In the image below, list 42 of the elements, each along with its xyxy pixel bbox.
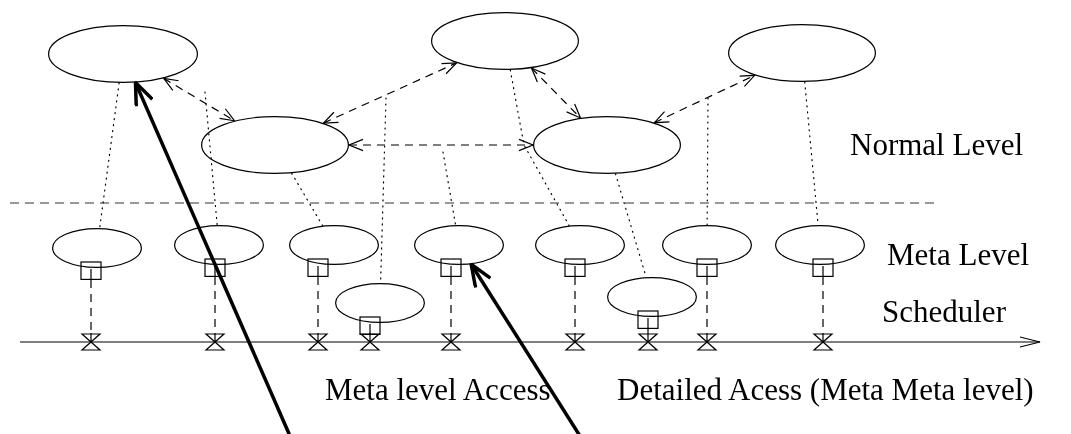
scheduler-mark (205, 333, 225, 351)
dashed-arrow (530, 67, 582, 119)
dashed-arrow (322, 62, 458, 124)
object-ellipse (431, 12, 579, 70)
scheduler-mark (308, 333, 328, 351)
dashed-arrow (348, 138, 534, 152)
scheduler-mark (81, 333, 101, 351)
scheduler-mark (565, 333, 585, 351)
scheduler-mark (360, 333, 380, 351)
dotted-line (706, 97, 709, 226)
meta-object-ellipse (289, 225, 379, 277)
dotted-line (291, 172, 324, 227)
access-label: Meta level Access (325, 373, 551, 407)
level-label: Normal Level (850, 128, 1023, 162)
meta-object-ellipse (174, 225, 264, 277)
scheduler-mark (638, 333, 658, 351)
meta-object-ellipse (335, 283, 425, 335)
dashed-arrow (653, 74, 756, 124)
meta-object-ellipse (662, 225, 752, 277)
object-ellipse (48, 25, 198, 83)
access-label: Detailed Acess (Meta Meta level) (617, 373, 1034, 407)
meta-object-ellipse (775, 225, 865, 277)
meta-object-ellipse (535, 225, 625, 277)
access-arrow (133, 80, 292, 434)
access-arrow (469, 262, 582, 434)
object-ellipse (533, 116, 681, 174)
scheduler-mark (697, 333, 717, 351)
scheduler-mark (813, 333, 833, 351)
object-ellipse (728, 24, 876, 82)
object-ellipse (201, 116, 349, 174)
meta-object-ellipse (607, 277, 697, 329)
meta-object-ellipse (52, 228, 142, 280)
scheduler-mark (441, 333, 461, 351)
level-label: Meta Level (887, 238, 1029, 272)
dashed-line (647, 328, 649, 334)
dotted-line (442, 151, 457, 226)
dotted-line (509, 69, 570, 227)
dashed-arrow (163, 77, 236, 122)
dotted-line (99, 82, 120, 229)
level-label: Scheduler (882, 295, 1006, 329)
dotted-line (204, 91, 218, 226)
meta-object-ellipse (414, 225, 504, 277)
